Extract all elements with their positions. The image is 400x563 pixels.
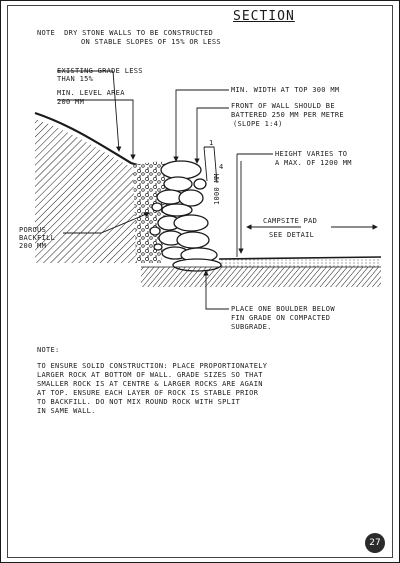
porous-label-3: 200 MM <box>19 242 47 250</box>
front-wall-label-1: FRONT OF WALL SHOULD BE <box>231 102 335 110</box>
campsite-label-1: CAMPSITE PAD <box>263 217 318 225</box>
bottom-note-line-2: LARGER ROCK AT BOTTOM OF WALL. GRADE SIZ… <box>37 371 263 379</box>
existing-ground <box>34 111 152 263</box>
porous-label-2: BACKFILL <box>19 234 56 242</box>
height-label-1: HEIGHT VARIES TO <box>275 150 348 158</box>
min-level-label-2: 200 MM <box>57 98 85 106</box>
leader-lines <box>57 70 378 310</box>
campsite-label-2: SEE DETAIL <box>269 231 315 239</box>
slope-four-label: 4 <box>219 163 224 171</box>
boulder-label-1: PLACE ONE BOULDER BELOW <box>231 305 335 313</box>
bottom-note-line-4: AT TOP. ENSURE EACH LAYER OF ROCK IS STA… <box>37 389 259 397</box>
boulder-label-3: SUBGRADE. <box>231 323 272 331</box>
min-level-label-1: MIN. LEVEL AREA <box>57 89 125 97</box>
front-wall-label-2: BATTERED 250 MM PER METRE <box>231 111 344 119</box>
page-number-badge: 27 <box>365 533 385 553</box>
bottom-note-line-6: IN SAME WALL. <box>37 407 96 415</box>
bottom-note-line-5: TO BACKFILL. DO NOT MIX ROUND ROCK WITH … <box>37 398 241 406</box>
min-width-label: MIN. WIDTH AT TOP 300 MM <box>231 86 340 94</box>
top-note-line-2: ON STABLE SLOPES OF 15% OR LESS <box>81 38 221 46</box>
dimension-1000-label: 1000 MM <box>213 173 221 205</box>
height-label-2: A MAX. OF 1200 MM <box>275 159 352 167</box>
slope-one-label: 1 <box>209 139 214 147</box>
inner-border <box>7 5 393 558</box>
stone-wall <box>149 160 218 263</box>
existing-grade-label-2: THAN 15% <box>57 75 94 83</box>
existing-grade-label-1: EXISTING GRADE LESS <box>57 67 143 75</box>
bottom-note-line-1: TO ENSURE SOLID CONSTRUCTION: PLACE PROP… <box>37 362 268 370</box>
porous-label-1: POROUS <box>19 226 47 234</box>
front-wall-label-3: (SLOPE 1:4) <box>233 120 283 128</box>
boulder-label-2: FIN GRADE ON COMPACTED <box>231 314 331 322</box>
top-note-line-1: NOTE DRY STONE WALLS TO BE CONSTRUCTED <box>37 29 214 37</box>
bottom-note-heading: NOTE: <box>37 346 60 354</box>
campsite-pad <box>141 256 382 287</box>
section-title: SECTION <box>233 9 295 24</box>
bottom-note-line-3: SMALLER ROCK IS AT CENTRE & LARGER ROCKS… <box>37 380 263 388</box>
